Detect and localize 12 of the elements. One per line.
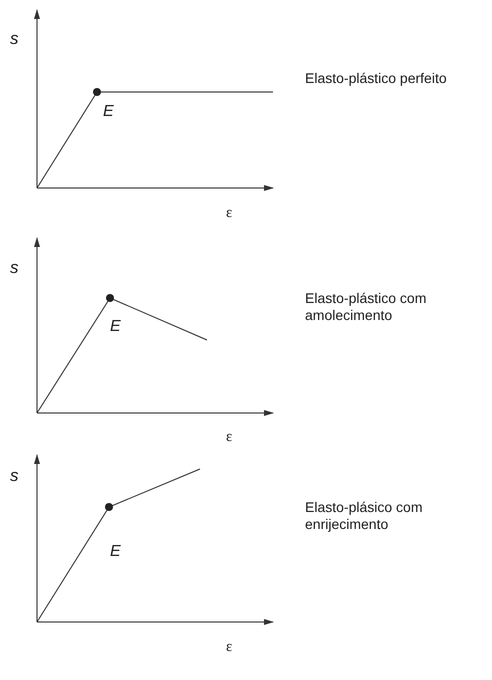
axis-label: s (10, 257, 18, 279)
point-label: E (110, 317, 121, 337)
axis-label: ε (226, 638, 232, 657)
axis-label: s (10, 28, 18, 50)
point-label: E (110, 542, 121, 562)
curve-description: Elasto-plástico com amolecimento (305, 290, 428, 324)
point-label: E (103, 102, 114, 122)
axis-label: s (10, 465, 18, 487)
axis-label: ε (226, 204, 232, 223)
curve-description: Elasto-plásico com enrijecimento (305, 499, 424, 533)
curve-description: Elasto-plástico perfeito (305, 70, 448, 87)
axis-label: ε (226, 428, 232, 447)
